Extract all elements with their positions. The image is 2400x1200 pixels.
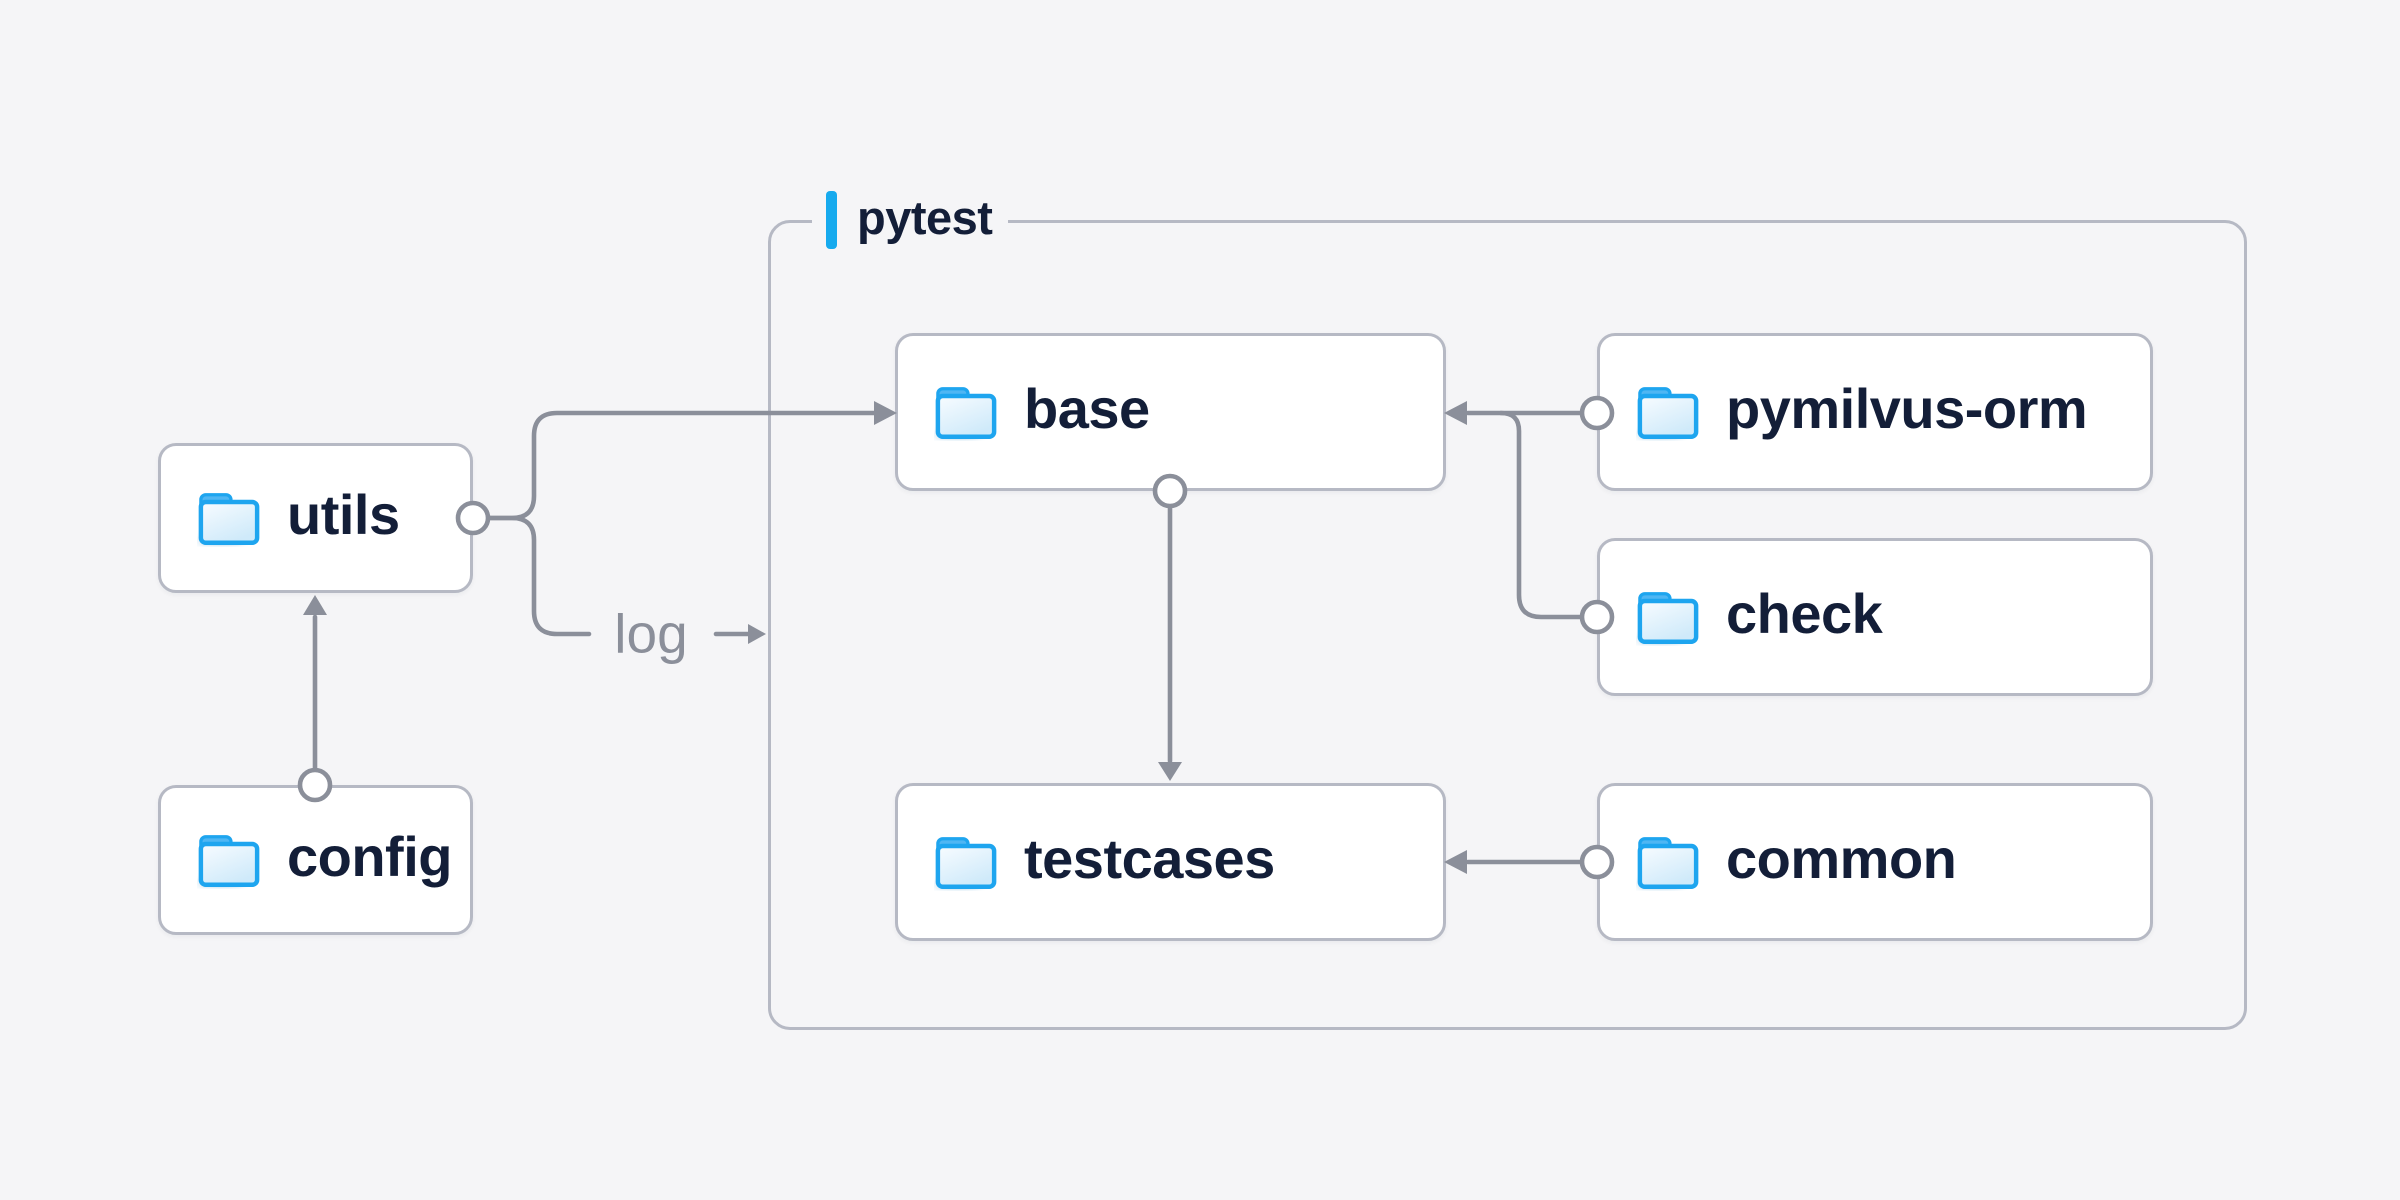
folder-node-label: base — [1024, 377, 1150, 440]
folder-node-label: config — [287, 825, 452, 888]
folder-node-label: testcases — [1024, 827, 1275, 890]
folder-node-check[interactable]: check — [1597, 538, 2153, 696]
folder-icon — [197, 490, 261, 547]
accent-bar-icon — [826, 191, 837, 249]
folder-node-label: common — [1726, 827, 1957, 890]
edge-label-log: log — [614, 602, 688, 665]
folder-node-utils[interactable]: utils — [158, 443, 473, 593]
pytest-group-label: pytest — [812, 189, 1009, 251]
folder-node-label: utils — [287, 483, 400, 546]
folder-icon — [197, 832, 261, 889]
folder-icon — [1636, 589, 1700, 646]
folder-icon — [934, 384, 998, 441]
folder-node-pymilvus-orm[interactable]: pymilvus-orm — [1597, 333, 2153, 491]
folder-icon — [1636, 384, 1700, 441]
folder-node-testcases[interactable]: testcases — [895, 783, 1446, 941]
folder-node-base[interactable]: base — [895, 333, 1446, 491]
folder-node-common[interactable]: common — [1597, 783, 2153, 941]
folder-icon — [934, 834, 998, 891]
folder-icon — [1636, 834, 1700, 891]
pytest-group-border — [768, 220, 2247, 1030]
edge-config-utils — [297, 595, 333, 803]
pytest-group-label-text: pytest — [857, 190, 993, 244]
folder-node-label: check — [1726, 582, 1883, 645]
folder-node-config[interactable]: config — [158, 785, 473, 935]
folder-node-label: pymilvus-orm — [1726, 377, 2088, 440]
